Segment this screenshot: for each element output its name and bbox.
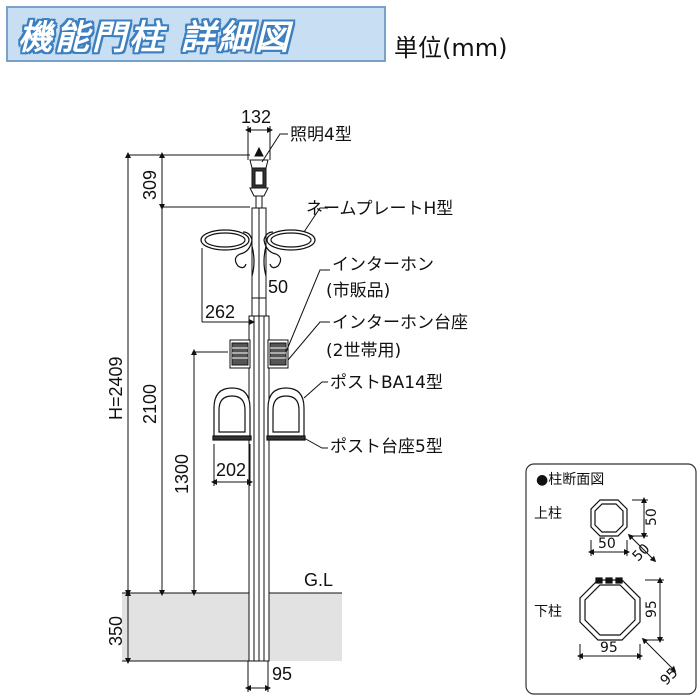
- label-nameplate: ネームプレートH型: [306, 199, 453, 219]
- upper-section-dims: [588, 497, 657, 563]
- dim-top-width: [245, 126, 273, 160]
- label-intercom-base: インターホン台座: [332, 313, 468, 333]
- dim-total-text: H=2409: [106, 356, 126, 420]
- lower-section-shape: [579, 577, 641, 641]
- dim-50-text: 50: [268, 277, 288, 297]
- lower-section-dims: [577, 577, 677, 673]
- dim-top-width-text: 132: [241, 107, 271, 127]
- post-box-left: [212, 387, 252, 441]
- dim-verticals: [122, 152, 271, 692]
- upper-h-text: 50: [644, 508, 660, 526]
- leader-lines: [261, 133, 330, 449]
- unit-label: 単位(mm): [394, 34, 508, 62]
- ground-band: [122, 593, 342, 661]
- dim-202-text: 202: [216, 460, 246, 480]
- dim-309-text: 309: [140, 170, 160, 200]
- page-title: 機能門柱 詳細図: [18, 17, 292, 58]
- upper-section-shape: [590, 499, 628, 537]
- label-post: ポストBA14型: [330, 373, 443, 393]
- dim-95-text: 95: [272, 664, 292, 684]
- lower-w-text: 95: [600, 640, 618, 656]
- label-intercom: インターホン: [332, 255, 434, 275]
- label-intercom-sub: (市販品): [326, 281, 390, 301]
- dim-262-text: 262: [205, 302, 235, 322]
- dim-350-text: 350: [106, 616, 126, 646]
- label-post-base: ポスト台座5型: [330, 437, 443, 457]
- ground-label: G.L: [304, 570, 333, 590]
- label-intercom-base-sub: (2世帯用): [326, 341, 401, 361]
- nameplate-rings: [200, 229, 316, 277]
- intercom-base-left: [229, 339, 251, 369]
- dim-2100-text: 2100: [140, 384, 160, 424]
- lower-label: 下柱: [534, 604, 562, 620]
- lower-h-text: 95: [644, 600, 660, 618]
- upper-w-text: 50: [598, 536, 616, 552]
- post-box-right: [266, 387, 306, 441]
- title-banner: 機能門柱 詳細図: [6, 6, 386, 62]
- lamp: [249, 146, 269, 209]
- upper-label: 上柱: [534, 506, 562, 522]
- section-panel: ●柱断面図 上柱 下柱 50 50 50: [525, 463, 697, 695]
- label-light: 照明4型: [290, 125, 352, 145]
- section-title: ●柱断面図: [536, 472, 604, 488]
- dim-1300-text: 1300: [172, 454, 192, 494]
- intercom-base-right: [267, 339, 289, 369]
